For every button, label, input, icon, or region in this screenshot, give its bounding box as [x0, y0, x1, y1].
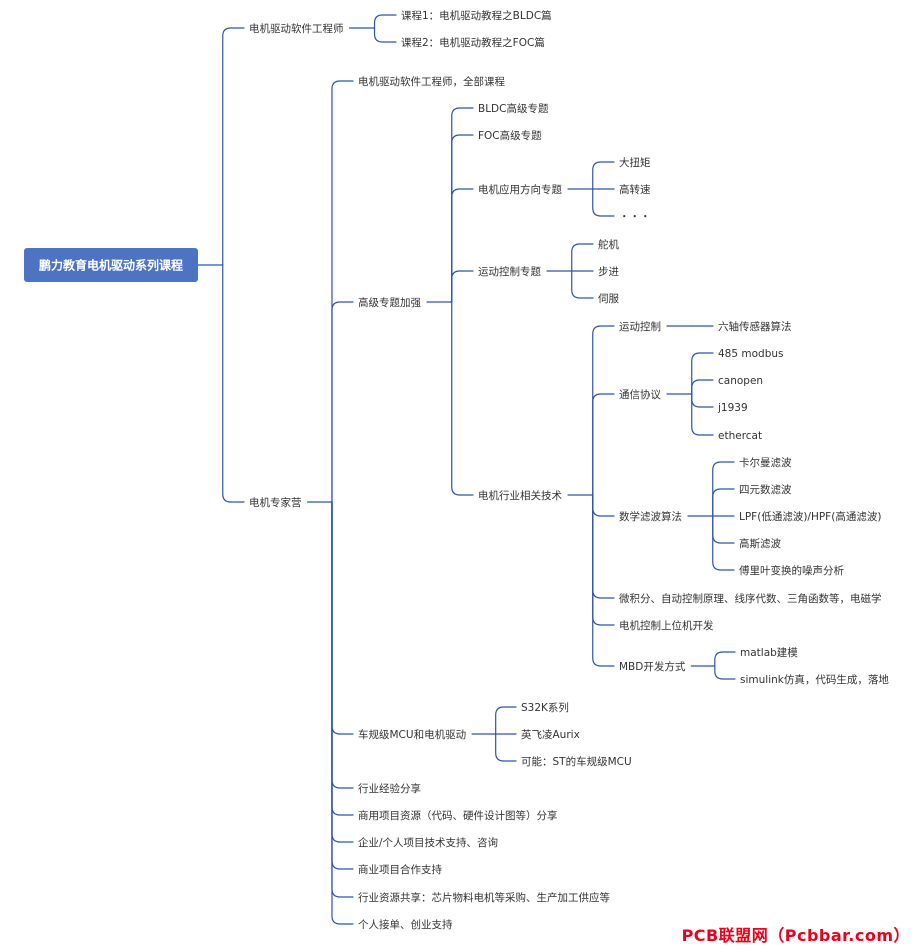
node-n2b3[interactable]: 电机应用方向专题: [478, 183, 562, 196]
node-n2b4b[interactable]: 步进: [598, 266, 619, 278]
edge-n2c-n2c1: [495, 706, 517, 735]
node-m2b[interactable]: canopen: [718, 375, 763, 387]
edge-m3-m3b: [712, 488, 735, 517]
node-n1[interactable]: 电机驱动软件工程师: [249, 22, 344, 35]
edge-n2b-n2b5: [451, 301, 474, 496]
node-n2a[interactable]: 电机驱动软件工程师，全部课程: [358, 75, 505, 88]
node-m2[interactable]: 通信协议: [619, 388, 661, 401]
node-n2b[interactable]: 高级专题加强: [358, 296, 421, 309]
node-m6[interactable]: MBD开发方式: [619, 660, 686, 673]
edge-m6-m6b: [714, 665, 736, 680]
edge-n2b4-n2b4c: [571, 270, 594, 299]
node-m1[interactable]: 运动控制: [619, 320, 661, 333]
node-m6a[interactable]: matlab建模: [740, 646, 798, 659]
node-n2d[interactable]: 行业经验分享: [358, 782, 421, 795]
edge-n2-n2f: [331, 501, 354, 843]
node-n2b5[interactable]: 电机行业相关技术: [478, 489, 562, 502]
edge-n2b-n2b1: [451, 107, 474, 303]
node-n2b2[interactable]: FOC高级专题: [478, 129, 542, 142]
edge-m2-m2b: [691, 379, 714, 395]
node-n2h[interactable]: 行业资源共享：芯片物料电机等采购、生产加工供应等: [358, 891, 610, 904]
node-labels: 电机驱动软件工程师 课程1：电机驱动教程之BLDC篇课程2：电机驱动教程之FOC篇…: [249, 9, 889, 931]
edge-n2b-n2b3: [451, 188, 474, 303]
node-n1b[interactable]: 课程2：电机驱动教程之FOC篇: [401, 36, 545, 49]
node-n1a[interactable]: 课程1：电机驱动教程之BLDC篇: [401, 9, 552, 22]
edge-n2b3-n2b3a: [592, 161, 615, 190]
node-m3[interactable]: 数学滤波算法: [619, 510, 682, 523]
node-m2d[interactable]: ethercat: [718, 430, 762, 442]
edge-n2b-n2b2: [451, 134, 474, 303]
node-n2b3a[interactable]: 大扭矩: [619, 156, 651, 169]
node-m3e[interactable]: 傅里叶变换的噪声分析: [739, 564, 844, 577]
edge-n2-n2b: [331, 301, 354, 503]
edge-n1-n1a: [373, 14, 397, 29]
node-n2c2[interactable]: 英飞凌Aurix: [521, 728, 580, 741]
edge-n2b5-m2: [592, 393, 615, 496]
edge-n2b-n2b4: [451, 270, 474, 303]
edge-m2-m2d: [691, 393, 714, 436]
node-m3b[interactable]: 四元数滤波: [739, 483, 792, 496]
edge-n2-n2i: [331, 501, 354, 925]
node-m3c[interactable]: LPF(低通滤波)/HPF(高通滤波): [739, 510, 881, 523]
node-n2b4c[interactable]: 伺服: [598, 292, 619, 305]
node-m2c[interactable]: j1939: [717, 402, 748, 414]
node-n2g[interactable]: 商业项目合作支持: [358, 863, 442, 876]
watermark-text: PCB联盟网（Pcbbar.com）: [681, 926, 910, 945]
node-n2b1[interactable]: BLDC高级专题: [478, 102, 549, 115]
edge-n1-n1b: [373, 27, 397, 43]
node-m1a[interactable]: 六轴传感器算法: [718, 320, 792, 333]
edge-n2b5-m1: [592, 325, 615, 496]
node-n2[interactable]: 电机专家营: [249, 496, 302, 509]
edge-m3-m3a: [712, 461, 735, 517]
edge-n2b4-n2b4a: [571, 243, 594, 272]
edge-n2-n2h: [331, 501, 354, 898]
node-n2b3b[interactable]: 高转速: [619, 183, 651, 196]
edge-n2c-n2c3: [495, 733, 517, 762]
edge-n2-n2a: [331, 80, 354, 503]
edge-m6-m6a: [714, 651, 736, 667]
edge-n2-n2e: [331, 501, 354, 816]
edge-m2-m2c: [691, 393, 714, 408]
edge-root-n1: [222, 27, 245, 266]
edge-n2b5-m3: [592, 494, 615, 517]
edge-m3-m3d: [712, 515, 735, 544]
node-n2b4[interactable]: 运动控制专题: [478, 265, 541, 278]
edge-n2b5-m6: [592, 494, 615, 667]
node-m5[interactable]: 电机控制上位机开发: [619, 619, 714, 632]
node-m4[interactable]: 微积分、自动控制原理、线序代数、三角函数等，电磁学: [619, 592, 882, 605]
edge-n2b3-n2b3c: [592, 188, 615, 217]
node-n2b4a[interactable]: 舵机: [598, 238, 619, 251]
node-m2a[interactable]: 485 modbus: [718, 348, 784, 360]
node-n2b3c[interactable]: ・・・: [619, 211, 651, 223]
edge-n2-n2c: [331, 501, 354, 735]
node-n2c3[interactable]: 可能：ST的车规级MCU: [521, 755, 632, 768]
node-m3d[interactable]: 高斯滤波: [739, 537, 781, 550]
edge-m3-m3e: [712, 515, 735, 571]
root-node-label: 鹏力教育电机驱动系列课程: [39, 258, 183, 273]
root-node[interactable]: 鹏力教育电机驱动系列课程: [24, 248, 198, 282]
edge-root-n2: [222, 264, 245, 503]
edge-n2b5-m4: [592, 494, 615, 599]
node-m3a[interactable]: 卡尔曼滤波: [739, 456, 792, 469]
node-n2c1[interactable]: S32K系列: [521, 701, 569, 714]
edge-n2-n2d: [331, 501, 354, 789]
node-n2c[interactable]: 车规级MCU和电机驱动: [358, 728, 466, 741]
node-m6b[interactable]: simulink仿真，代码生成，落地: [740, 673, 889, 686]
edge-m2-m2a: [691, 352, 714, 395]
node-n2f[interactable]: 企业/个人项目技术支持、咨询: [358, 836, 498, 849]
node-n2i[interactable]: 个人接单、创业支持: [358, 918, 453, 931]
connector-lines: [197, 14, 736, 925]
node-n2e[interactable]: 商用项目资源（代码、硬件设计图等）分享: [358, 809, 558, 822]
